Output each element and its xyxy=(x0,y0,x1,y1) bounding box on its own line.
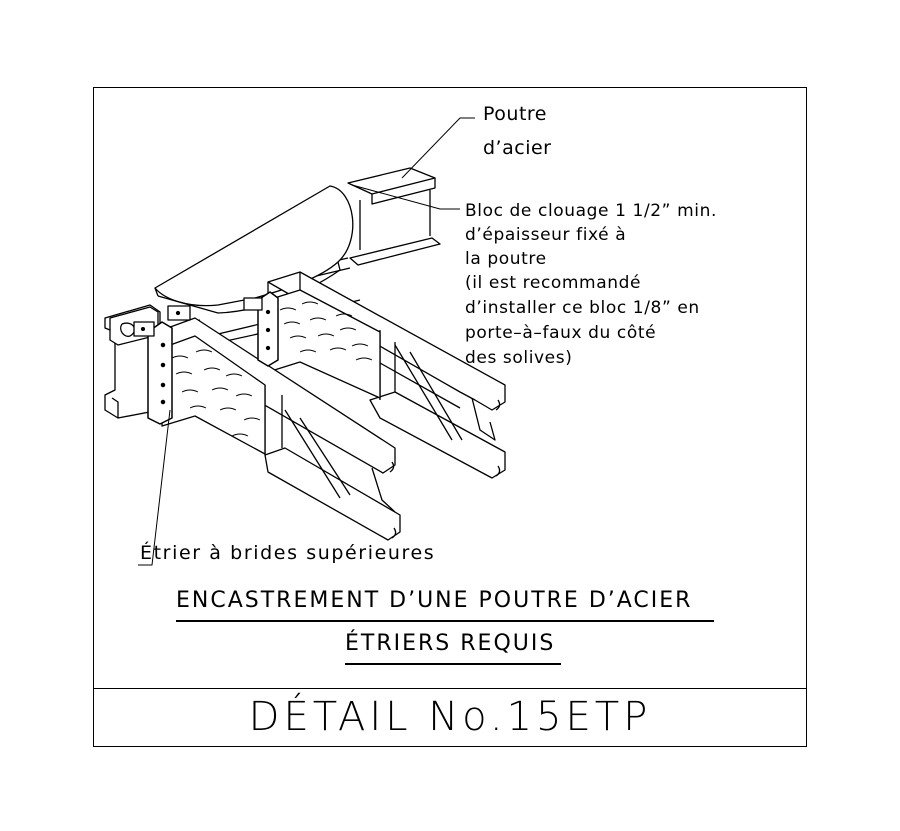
title-block-divider xyxy=(93,688,807,689)
label-steel-beam-line2: d’acier xyxy=(483,137,552,159)
floor-joist-front xyxy=(161,317,401,541)
detail-title: DÉTAIL No.15ETP xyxy=(248,694,652,740)
note-nailing-block-line4: (il est recommandé xyxy=(465,273,642,293)
note-nailing-block-line2: d’épaisseur fixé à xyxy=(465,225,627,245)
label-steel-beam-line1: Poutre xyxy=(483,103,547,125)
leader-hanger xyxy=(138,409,171,566)
leader-nailing-block xyxy=(351,184,460,210)
note-nailing-block-line5: d’installer ce bloc 1/8” en xyxy=(465,298,700,318)
leader-steel-beam xyxy=(401,117,475,179)
note-nailing-block-line1: Bloc de clouage 1 1/2” min. xyxy=(465,201,717,221)
caption-main-underline xyxy=(176,620,714,622)
top-flange-hanger-front xyxy=(133,321,173,425)
note-nailing-block-line7: des solives) xyxy=(465,348,573,368)
floor-joist-back xyxy=(267,271,506,479)
top-flange-hanger-back xyxy=(167,291,279,367)
note-nailing-block-line6: porte–à–faux du côté xyxy=(465,323,657,343)
caption-main: ENCASTREMENT D’UNE POUTRE D’ACIER xyxy=(176,588,693,613)
drawing-frame xyxy=(93,87,807,747)
leader-lines xyxy=(138,117,475,566)
caption-sub: ÉTRIERS REQUIS xyxy=(345,631,556,656)
caption-sub-underline xyxy=(345,663,561,665)
label-hanger: Étrier à brides supérieures xyxy=(140,542,436,564)
note-nailing-block-line3: la poutre xyxy=(465,249,547,269)
